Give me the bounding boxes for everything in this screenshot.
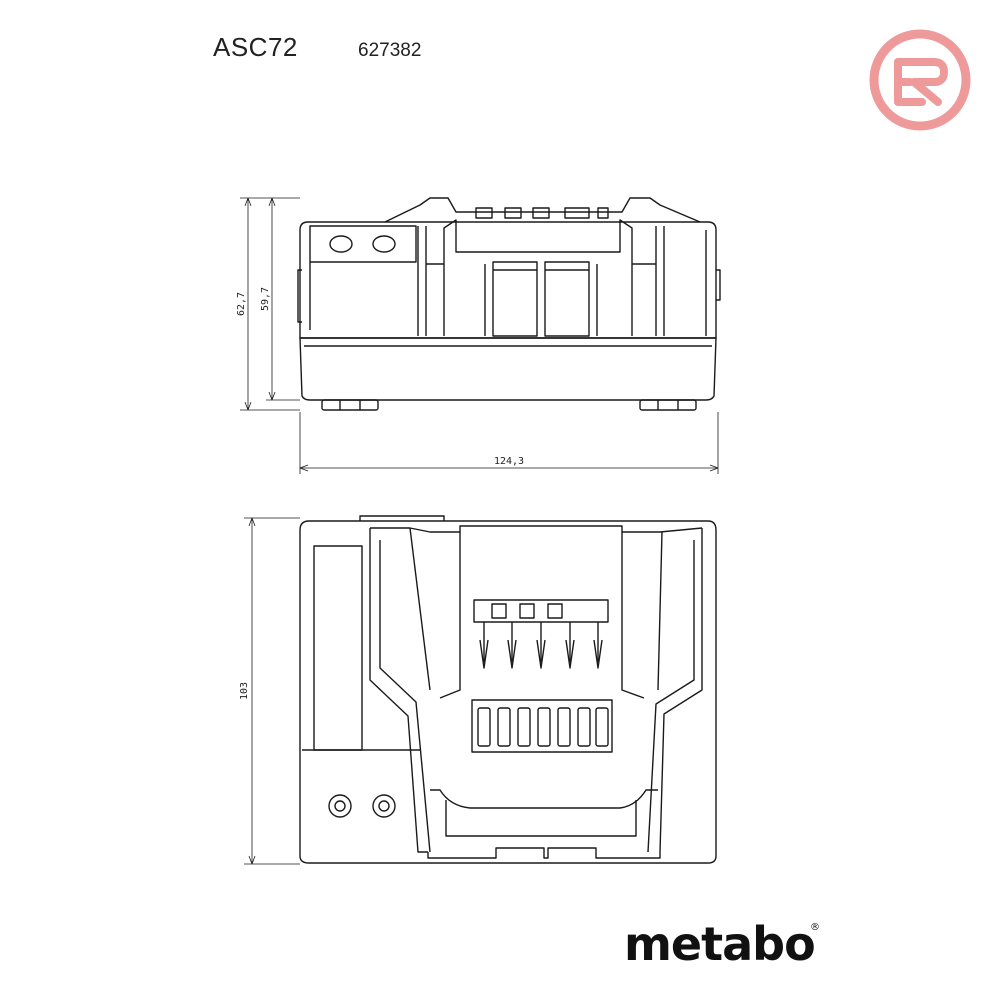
dim-depth: 103 <box>239 682 250 700</box>
cr-logo-icon <box>869 29 971 131</box>
dim-body-height: 59,7 <box>260 287 271 311</box>
front-view <box>297 197 721 411</box>
top-view <box>299 515 717 864</box>
brand-logo: metabo <box>624 917 816 971</box>
dim-width: 124,3 <box>494 456 524 467</box>
model-name: ASC72 <box>213 32 298 62</box>
registered-mark: ® <box>810 922 820 933</box>
article-number: 627382 <box>358 40 422 61</box>
dim-overall-height: 62,7 <box>236 292 247 316</box>
